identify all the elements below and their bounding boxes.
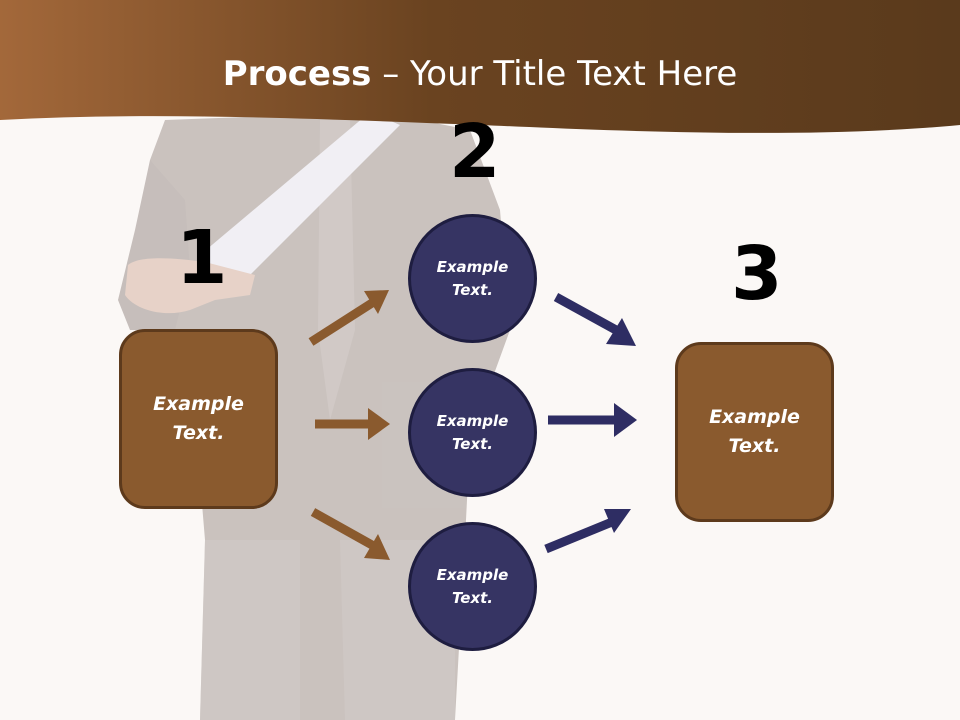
step-number-1: 1 — [176, 215, 228, 301]
arrow-top-to-3 — [553, 293, 636, 346]
arrow-1-to-middle — [315, 408, 390, 440]
step-number-3: 3 — [731, 231, 783, 317]
arrows-to-step-3 — [544, 293, 637, 554]
arrow-middle-to-3 — [548, 403, 637, 437]
arrow-bottom-to-3 — [544, 509, 631, 554]
step-3-box: Example Text. — [675, 342, 834, 522]
arrow-1-to-top — [308, 290, 389, 346]
step-2-circle-middle: Example Text. — [408, 368, 537, 497]
arrow-1-to-bottom — [310, 508, 390, 560]
title-bold: Process — [222, 54, 372, 94]
step-number-2: 2 — [449, 109, 501, 195]
step-1-box: Example Text. — [119, 329, 278, 509]
title-rest: – Your Title Text Here — [371, 54, 738, 94]
slide-title: Process – Your Title Text Here — [0, 52, 960, 96]
arrows-from-step-1 — [308, 290, 390, 560]
step-2-circle-top: Example Text. — [408, 214, 537, 343]
header-band — [0, 0, 960, 133]
step-2-circle-bottom: Example Text. — [408, 522, 537, 651]
